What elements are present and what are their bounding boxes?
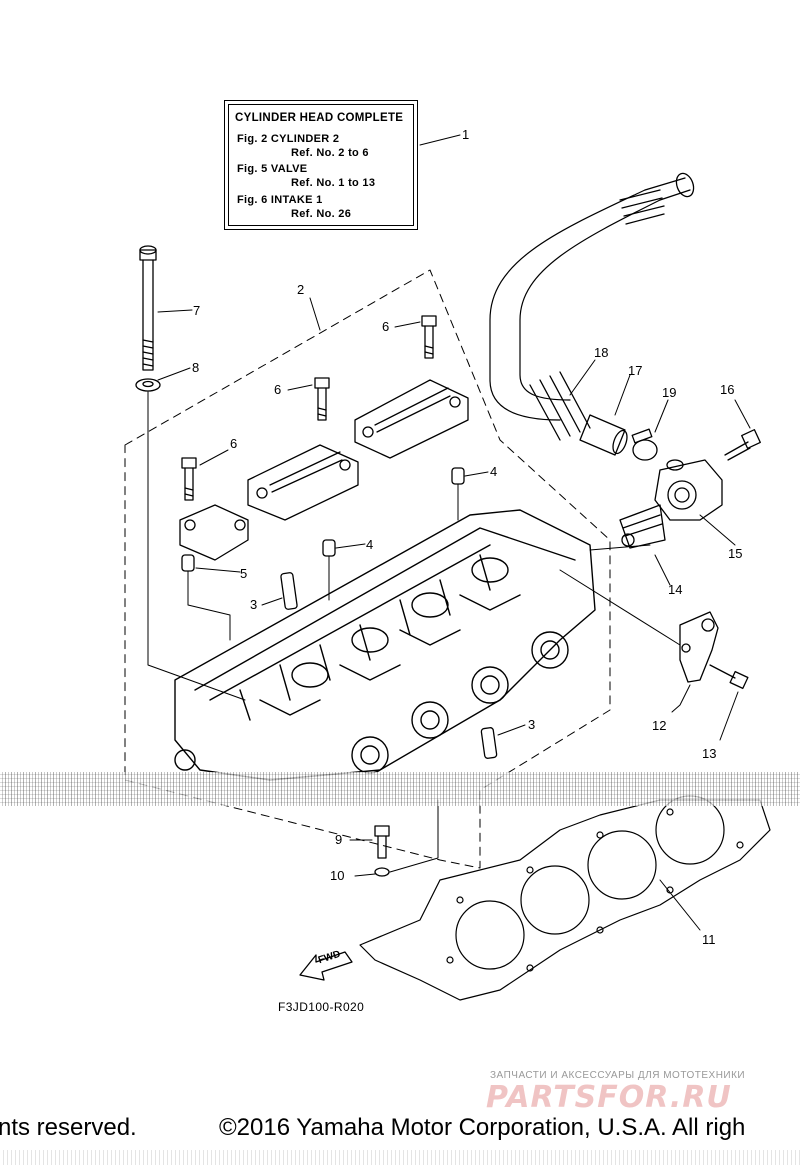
dowel-part-4-a xyxy=(451,467,465,485)
gasket-part-11 xyxy=(359,795,771,1001)
pin-part-3-a xyxy=(280,572,298,610)
fwd-arrow xyxy=(299,951,353,981)
reference-line: Fig. 5 VALVE xyxy=(237,163,308,175)
hose-end-part-17 xyxy=(579,414,626,456)
fitting-part-15 xyxy=(654,459,723,521)
reference-line: Ref. No. 1 to 13 xyxy=(291,177,376,189)
dowel-part-5 xyxy=(181,554,195,572)
bracket-part-12 xyxy=(679,611,719,683)
callout-19: 19 xyxy=(662,385,677,400)
cam-cap-middle xyxy=(247,444,359,521)
callout-12: 12 xyxy=(652,718,667,733)
dowel-part-4-b xyxy=(322,539,336,557)
callout-6: 6 xyxy=(382,319,390,334)
reference-box-title: CYLINDER HEAD COMPLETE xyxy=(235,112,404,124)
callout-13: 13 xyxy=(702,746,717,761)
callout-4: 4 xyxy=(490,464,498,479)
bolt-part-6-a xyxy=(181,457,197,501)
callout-2: 2 xyxy=(297,282,305,297)
pin-part-3-b xyxy=(480,727,498,759)
copyright-notice: ©2016 Yamaha Motor Corporation, U.S.A. A… xyxy=(219,1114,746,1141)
bolt-part-7 xyxy=(139,245,157,371)
watermark-tagline: ЗАПЧАСТИ И АКСЕССУАРЫ ДЛЯ МОТОТЕХНИКИ xyxy=(490,1070,746,1081)
callout-8: 8 xyxy=(192,360,200,375)
washer-part-10 xyxy=(374,867,390,877)
bolt-part-9 xyxy=(374,825,390,859)
callout-16: 16 xyxy=(720,382,735,397)
callout-7: 7 xyxy=(193,303,201,318)
callout-15: 15 xyxy=(728,546,743,561)
drawing-code: F3JD100-R020 xyxy=(278,1000,365,1014)
cam-cap-rear xyxy=(354,379,469,459)
bolt-part-13 xyxy=(709,664,749,690)
assembly-boundary-dashed xyxy=(124,269,611,869)
scan-noise-band xyxy=(0,772,800,806)
callout-1: 1 xyxy=(462,127,470,142)
copyright-left-fragment: nts reserved. xyxy=(0,1114,137,1141)
callout-10: 10 xyxy=(330,868,345,883)
callout-5: 5 xyxy=(240,566,248,581)
reference-box: CYLINDER HEAD COMPLETE Fig. 2 CYLINDER 2… xyxy=(224,100,418,230)
clamp-part-19 xyxy=(632,439,658,461)
reference-line: Ref. No. 26 xyxy=(291,208,352,220)
bolt-part-6-c xyxy=(421,315,437,359)
reference-line: Fig. 2 CYLINDER 2 xyxy=(237,133,340,145)
cylinder-head-body xyxy=(174,509,596,781)
hose-part-18 xyxy=(489,189,646,421)
bolt-part-6-b xyxy=(314,377,330,421)
callout-6: 6 xyxy=(230,436,238,451)
callout-11: 11 xyxy=(702,932,716,947)
cam-cap-small xyxy=(179,504,249,561)
scan-noise-bottom xyxy=(0,1150,800,1165)
watermark-logo: PARTSFOR.RU xyxy=(486,1080,732,1115)
callout-3: 3 xyxy=(528,717,536,732)
callout-14: 14 xyxy=(668,582,683,597)
callout-3: 3 xyxy=(250,597,258,612)
callout-6: 6 xyxy=(274,382,282,397)
bolt-part-16 xyxy=(724,429,761,461)
sensor-part-14 xyxy=(619,504,666,549)
reference-line: Fig. 6 INTAKE 1 xyxy=(237,194,323,206)
callout-17: 17 xyxy=(628,363,643,378)
reference-line: Ref. No. 2 to 6 xyxy=(291,147,369,159)
callout-18: 18 xyxy=(594,345,609,360)
callout-9: 9 xyxy=(335,832,343,847)
hose-ribbed-section xyxy=(529,189,665,441)
callout-4: 4 xyxy=(366,537,374,552)
washer-part-8 xyxy=(135,378,161,392)
